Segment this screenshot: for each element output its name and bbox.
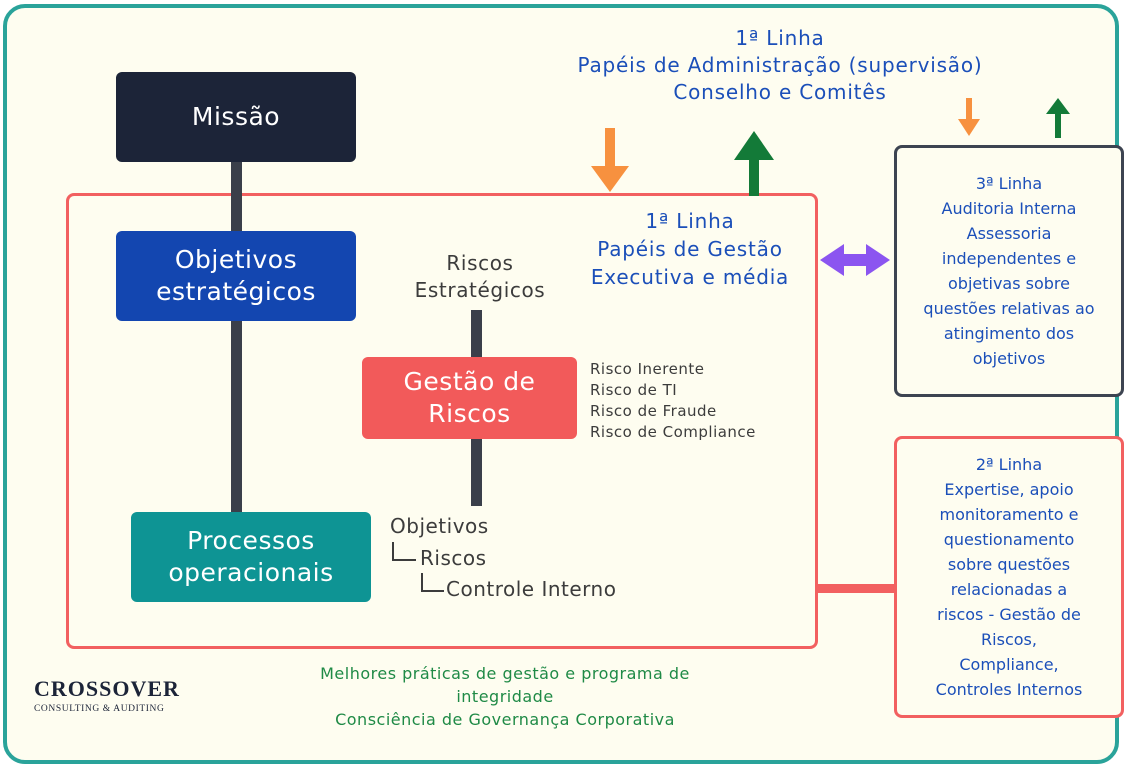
risk-list: Risco Inerente Risco de TI Risco de Frau… bbox=[590, 359, 756, 443]
tree-connector-2 bbox=[421, 573, 444, 592]
arrow-up-green-small bbox=[1046, 98, 1070, 138]
risk-item-fraude: Risco de Fraude bbox=[590, 402, 717, 420]
tree-connector-1 bbox=[392, 542, 416, 561]
footer-line-3: Consciência de Governança Corporativa bbox=[335, 710, 675, 729]
missao-label: Missão bbox=[191, 102, 281, 131]
top-line-title: 1ª Linha bbox=[735, 26, 825, 50]
top-line-detail: Conselho e Comitês bbox=[673, 80, 887, 104]
second-line-text: 2ª Linha Expertise, apoio monitoramento … bbox=[935, 455, 1083, 699]
risk-item-compliance: Risco de Compliance bbox=[590, 423, 756, 441]
logo-name: CROSSOVER bbox=[34, 676, 180, 701]
objetivos-estrategicos-box: Objetivos estratégicos bbox=[116, 231, 356, 321]
connector-riscos-gestao bbox=[471, 310, 482, 362]
third-line-text: 3ª Linha Auditoria Interna Assessoria in… bbox=[923, 174, 1095, 368]
company-logo: CROSSOVER CONSULTING & AUDITING bbox=[34, 676, 214, 714]
arrow-bidirectional-purple bbox=[820, 244, 890, 276]
first-line-management-role: Papéis de Gestão bbox=[597, 237, 783, 261]
processos-operacionais-label: Processos operacionais bbox=[168, 526, 334, 587]
second-line-box: 2ª Linha Expertise, apoio monitoramento … bbox=[894, 436, 1124, 718]
tree-objetivos: Objetivos bbox=[390, 514, 489, 538]
tree-controle-interno: Controle Interno bbox=[446, 577, 617, 601]
first-line-management: 1ª Linha Papéis de Gestão Executiva e mé… bbox=[570, 207, 810, 291]
connector-gestao-objetivos bbox=[471, 436, 482, 506]
third-line-box: 3ª Linha Auditoria Interna Assessoria in… bbox=[894, 145, 1124, 397]
missao-box: Missão bbox=[116, 72, 356, 162]
management-container bbox=[66, 193, 818, 649]
footer-line-1: Melhores práticas de gestão e programa d… bbox=[320, 664, 690, 683]
connector-second-line bbox=[818, 584, 896, 593]
objetivos-estrategicos-label: Objetivos estratégicos bbox=[156, 245, 316, 306]
connector-missao-objetivos bbox=[231, 158, 242, 234]
risk-item-ti: Risco de TI bbox=[590, 381, 678, 399]
top-line-heading: 1ª Linha Papéis de Administração (superv… bbox=[460, 25, 1100, 106]
gestao-de-riscos-box: Gestão de Riscos bbox=[362, 357, 577, 439]
arrow-down-orange-small bbox=[958, 98, 980, 136]
arrow-up-green-main bbox=[734, 131, 774, 196]
riscos-estrategicos-text: Riscos Estratégicos bbox=[414, 251, 546, 302]
gestao-de-riscos-label: Gestão de Riscos bbox=[403, 367, 536, 428]
risk-item-inerente: Risco Inerente bbox=[590, 360, 705, 378]
footer-text: Melhores práticas de gestão e programa d… bbox=[250, 662, 760, 731]
top-line-subtitle: Papéis de Administração (supervisão) bbox=[577, 53, 983, 77]
arrow-down-orange-main bbox=[591, 128, 629, 192]
tree-riscos: Riscos bbox=[420, 546, 487, 570]
connector-objetivos-processos bbox=[231, 320, 242, 518]
first-line-management-level: Executiva e média bbox=[590, 265, 790, 289]
logo-subtitle: CONSULTING & AUDITING bbox=[34, 704, 165, 714]
footer-line-2: integridade bbox=[456, 687, 554, 706]
processos-operacionais-box: Processos operacionais bbox=[131, 512, 371, 602]
first-line-management-title: 1ª Linha bbox=[645, 209, 735, 233]
